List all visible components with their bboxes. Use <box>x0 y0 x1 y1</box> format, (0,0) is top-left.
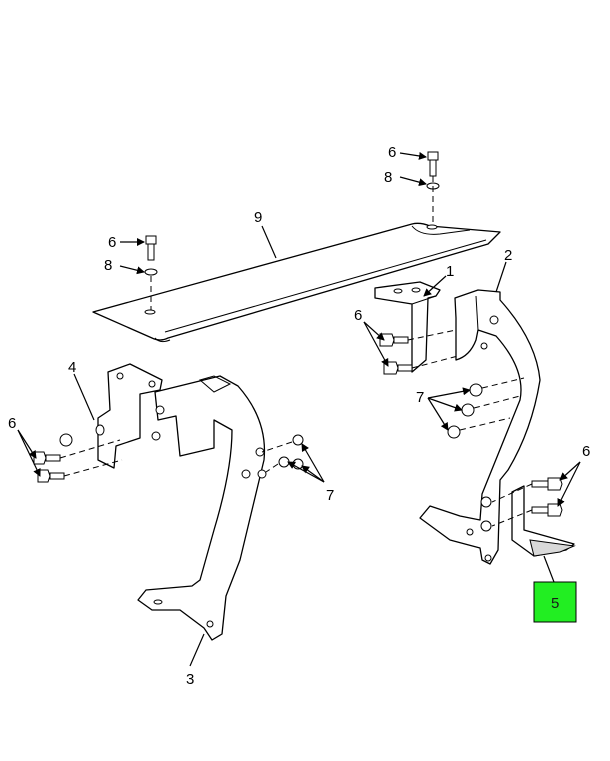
callout-9: 9 <box>254 209 262 226</box>
callout-8-top-right: 8 <box>384 169 392 186</box>
callout-5: 5 <box>551 595 559 612</box>
callout-6-left: 6 <box>8 415 16 432</box>
callout-7-left: 7 <box>326 487 334 504</box>
shield-plate-part-9 <box>92 222 501 343</box>
callout-5-highlight[interactable]: 5 <box>533 581 577 623</box>
callout-6-mid: 6 <box>354 307 362 324</box>
large-bracket-part-3 <box>137 375 267 641</box>
hardware-right-bolts <box>491 477 563 527</box>
callout-3: 3 <box>186 671 194 688</box>
angle-bracket-part-1 <box>374 281 441 373</box>
callout-6-top-right: 6 <box>388 144 396 161</box>
mounting-plate-part-5 <box>511 485 576 557</box>
hardware-left-bolts <box>33 433 123 483</box>
left-bracket-part-4 <box>95 363 163 469</box>
callout-8-left: 8 <box>104 257 112 274</box>
hardware-mid-bolts <box>379 329 459 375</box>
callout-7-right: 7 <box>416 389 424 406</box>
callout-2: 2 <box>504 247 512 264</box>
callout-4: 4 <box>68 359 76 376</box>
bolt-washer-top-right <box>426 151 440 222</box>
callout-1: 1 <box>446 263 454 280</box>
bolt-washer-left <box>144 235 158 310</box>
right-bracket-part-2 <box>419 289 541 565</box>
callout-6-left-top: 6 <box>108 234 116 251</box>
callout-6-right: 6 <box>582 443 590 460</box>
leader-lines <box>17 151 581 667</box>
